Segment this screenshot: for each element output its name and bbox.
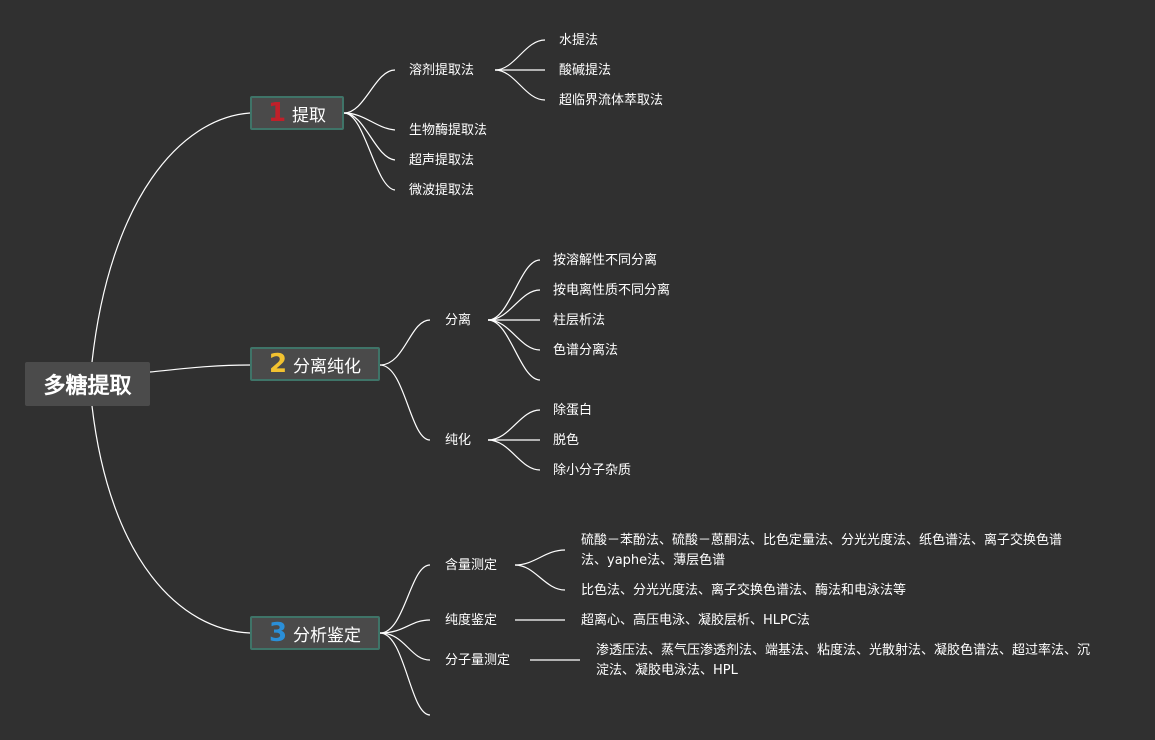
root-label: 多糖提取 [43, 374, 132, 399]
node-column-chromatography[interactable]: 柱层析法 [553, 313, 606, 328]
connector-content-2 [514, 564, 566, 591]
branch-separate-label: 分离纯化 [293, 356, 362, 377]
connector-separate-purification [379, 364, 431, 441]
connector-root-analyze [91, 405, 251, 634]
connector-separation-5 [487, 319, 541, 381]
node-ionization-separation[interactable]: 按电离性质不同分离 [553, 283, 671, 298]
connector-extract-solvent [343, 69, 396, 114]
branch-extract-label: 提取 [292, 105, 327, 126]
number-badge-1: 1 [267, 98, 287, 128]
connector-solvent-water [494, 39, 546, 71]
connector-extract-microwave [343, 112, 396, 191]
connector-analyze-purity [379, 619, 431, 634]
node-deproteinization[interactable]: 除蛋白 [553, 403, 593, 418]
branch-separate-purify[interactable]: 2 分离纯化 [250, 347, 380, 381]
number-badge-3: 3 [268, 618, 288, 648]
node-content-determination[interactable]: 含量测定 [445, 558, 498, 573]
node-solvent-extraction[interactable]: 溶剂提取法 [409, 63, 475, 78]
node-chromatographic-separation[interactable]: 色谱分离法 [553, 343, 619, 358]
node-purification[interactable]: 纯化 [445, 433, 472, 448]
branch-extract[interactable]: 1 提取 [250, 96, 344, 130]
connector-root-separate [149, 364, 251, 373]
node-purity-identification[interactable]: 纯度鉴定 [445, 613, 498, 628]
number-badge-2: 2 [268, 349, 288, 379]
node-small-molecule-removal[interactable]: 除小分子杂质 [553, 463, 632, 478]
node-microwave-extraction[interactable]: 微波提取法 [409, 183, 475, 198]
node-molecular-methods[interactable]: 渗透压法、蒸气压渗透剂法、端基法、粘度法、光散射法、凝胶色谱法、超过率法、沉淀法… [596, 643, 1091, 678]
connector-solvent-supercritical [494, 69, 546, 101]
connector-separation-4 [487, 319, 541, 351]
connector-separation-1 [487, 259, 541, 321]
node-purity-methods[interactable]: 超离心、高压电泳、凝胶层析、HLPC法 [581, 613, 810, 628]
connector-analyze-content [379, 564, 431, 634]
connector-root-extract [91, 112, 251, 363]
connector-analyze-empty [379, 632, 431, 716]
node-content-methods-2[interactable]: 比色法、分光光度法、离子交换色谱法、酶法和电泳法等 [581, 583, 907, 598]
node-water-extraction[interactable]: 水提法 [559, 33, 599, 48]
node-acid-base-extraction[interactable]: 酸碱提法 [559, 63, 612, 78]
connector-purification-3 [487, 439, 541, 471]
connector-separation-2 [487, 289, 541, 321]
node-content-methods-1[interactable]: 硫酸－苯酚法、硫酸－蒽酮法、比色定量法、分光光度法、纸色谱法、离子交换色谱法、y… [581, 533, 1063, 568]
branch-analyze[interactable]: 3 分析鉴定 [250, 616, 380, 650]
connector-analyze-molecular [379, 632, 431, 661]
root-node[interactable]: 多糖提取 [25, 362, 150, 406]
connector-extract-ultrasound [343, 112, 396, 161]
node-supercritical-extraction[interactable]: 超临界流体萃取法 [559, 93, 664, 108]
node-molecular-weight[interactable]: 分子量测定 [445, 653, 511, 668]
connector-content-1 [514, 549, 566, 566]
node-decolorization[interactable]: 脱色 [553, 433, 580, 448]
connector-purification-1 [487, 409, 541, 441]
node-solubility-separation[interactable]: 按溶解性不同分离 [553, 253, 658, 268]
node-separation[interactable]: 分离 [445, 313, 472, 328]
branch-analyze-label: 分析鉴定 [293, 625, 362, 646]
connector-separate-separation [379, 319, 431, 366]
node-ultrasound-extraction[interactable]: 超声提取法 [409, 153, 475, 168]
node-enzyme-extraction[interactable]: 生物酶提取法 [409, 123, 488, 138]
